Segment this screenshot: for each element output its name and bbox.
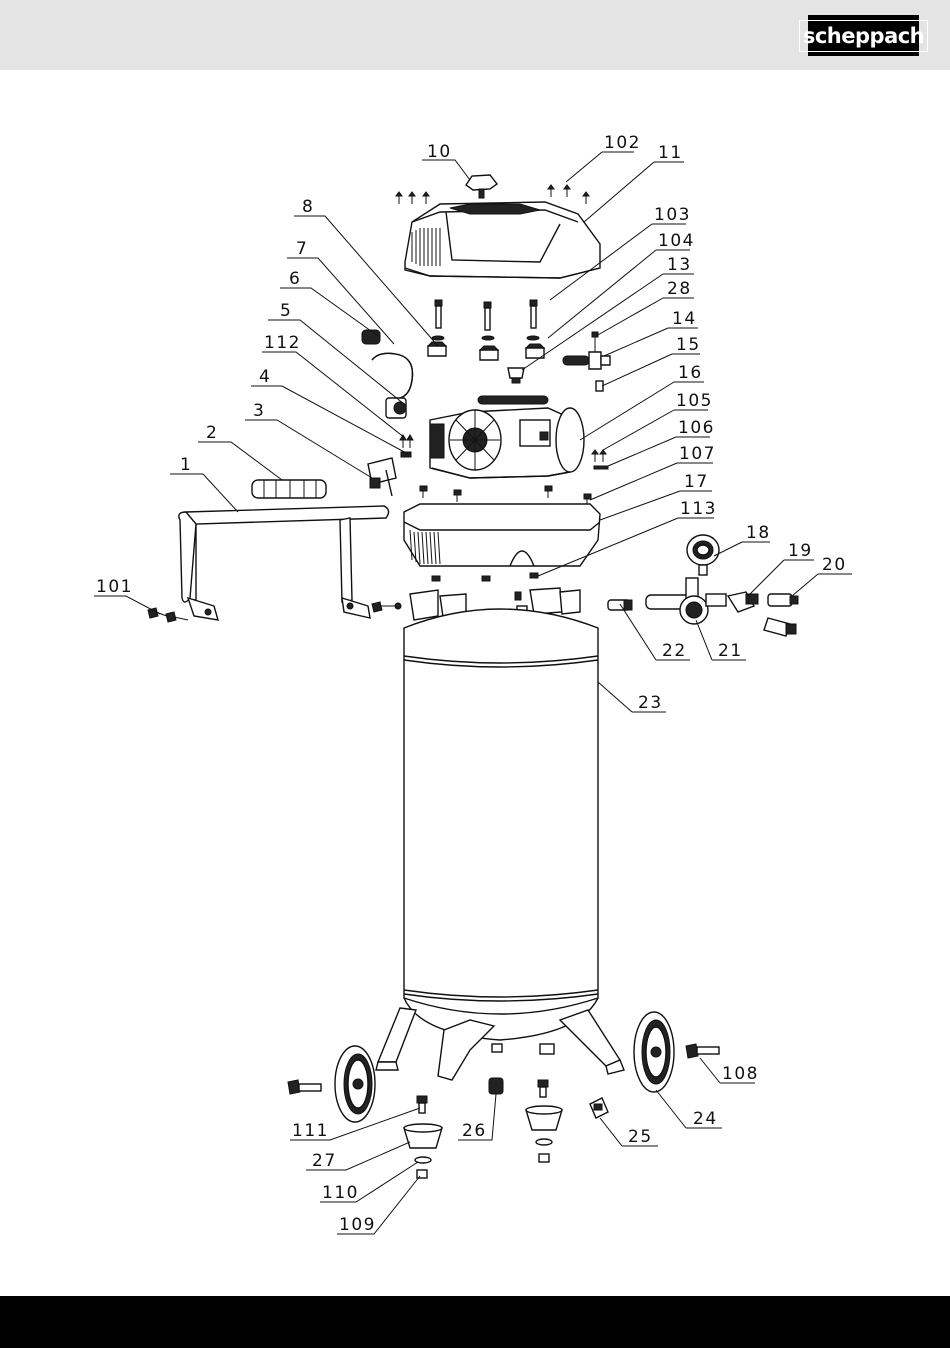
part-label-7: 7	[296, 239, 308, 259]
part-label-4: 4	[259, 367, 271, 387]
nuts-113-drawing	[432, 573, 538, 581]
part-label-16: 16	[678, 363, 703, 383]
part-label-22: 22	[662, 641, 687, 661]
part-label-107: 107	[679, 444, 716, 464]
part-label-1: 1	[180, 455, 192, 475]
part-label-2: 2	[206, 423, 218, 443]
part-label-11: 11	[658, 143, 683, 163]
handle-frame-drawing	[179, 506, 389, 620]
regulator-valve-drawing	[608, 600, 632, 610]
part-label-27: 27	[312, 1151, 337, 1171]
part-label-105: 105	[676, 391, 713, 411]
part-label-103: 103	[654, 205, 691, 225]
drain-plug-drawing	[489, 1078, 503, 1094]
part-label-10: 10	[427, 142, 452, 162]
part-label-3: 3	[253, 401, 265, 421]
part-label-21: 21	[718, 641, 743, 661]
outlet-pipe-drawing	[362, 330, 413, 418]
part-label-18: 18	[746, 523, 771, 543]
part-label-104: 104	[658, 231, 695, 251]
screws-105-106-drawing	[592, 450, 608, 469]
part-label-108: 108	[722, 1064, 759, 1084]
part-label-101: 101	[96, 577, 133, 597]
cylinder-heads-drawing	[428, 342, 544, 360]
part-drawings	[148, 175, 798, 1178]
part-label-25: 25	[628, 1127, 653, 1147]
tank-feet-drawing	[376, 1008, 624, 1080]
part-label-28: 28	[667, 279, 692, 299]
part-label-14: 14	[672, 309, 697, 329]
pressure-gauge-drawing	[687, 535, 719, 575]
tank-drawing	[404, 609, 598, 1040]
part-label-106: 106	[678, 418, 715, 438]
part-label-24: 24	[693, 1109, 718, 1129]
valve-13-drawing	[508, 368, 524, 383]
drain-valve-drawing	[590, 1098, 608, 1118]
part-label-15: 15	[676, 335, 701, 355]
part-label-13: 13	[667, 255, 692, 275]
part-label-19: 19	[788, 541, 813, 561]
part-label-23: 23	[638, 693, 663, 713]
top-cover-drawing	[405, 202, 600, 278]
handle-grip-drawing	[252, 480, 326, 498]
part-label-6: 6	[289, 269, 301, 289]
part-label-5: 5	[280, 301, 292, 321]
base-housing-drawing	[404, 504, 600, 566]
part-label-17: 17	[684, 472, 709, 492]
part-label-8: 8	[302, 197, 314, 217]
part-label-26: 26	[462, 1121, 487, 1141]
motor-drawing	[430, 396, 584, 478]
manifold-drawing	[646, 578, 726, 624]
part-label-102: 102	[604, 133, 641, 153]
part-label-111: 111	[292, 1121, 329, 1141]
part-label-109: 109	[339, 1215, 376, 1235]
quick-couplers-drawing	[728, 592, 798, 636]
relief-valve-drawing	[563, 332, 610, 391]
knob-drawing	[466, 175, 497, 198]
part-label-20: 20	[822, 555, 847, 575]
part-label-110: 110	[322, 1183, 359, 1203]
screws-107-drawing	[420, 486, 591, 506]
part-label-113: 113	[680, 499, 717, 519]
cylinder-bolts-drawing	[432, 300, 539, 340]
part-label-112: 112	[264, 333, 301, 353]
